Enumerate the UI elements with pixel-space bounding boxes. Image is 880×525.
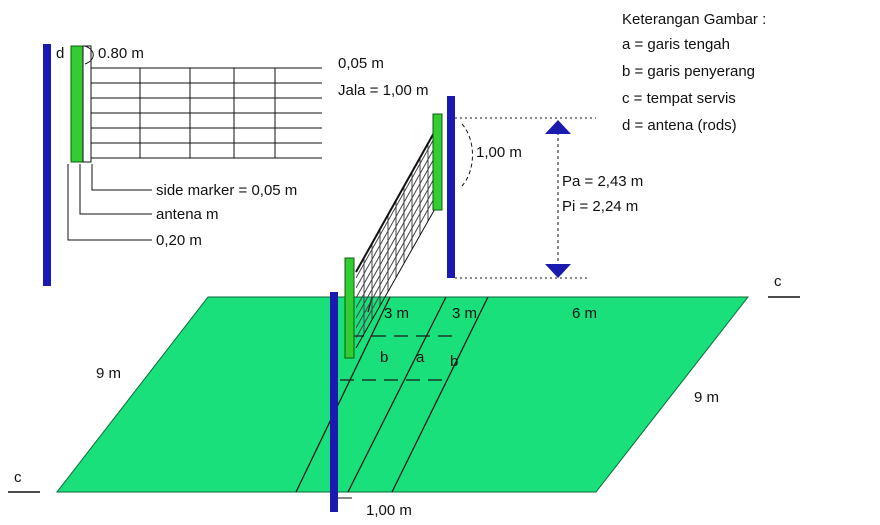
leader-bottom [67, 164, 152, 241]
net-pa-label: Pa = 2,43 m [562, 173, 643, 190]
net-band-label: 0,05 m [338, 55, 384, 72]
leader-antena [79, 164, 152, 215]
net-top-band [355, 121, 441, 273]
inset-post [43, 44, 51, 286]
net-pi-label: Pi = 2,24 m [562, 198, 638, 215]
court-line-b-right: b [450, 353, 458, 370]
legend-item-a: a = garis tengah [622, 36, 730, 53]
inset-top-bracket [84, 45, 94, 65]
inset-antena-label: antena m [156, 206, 219, 223]
inset-net-grid [91, 67, 322, 159]
attack-line-right [391, 296, 489, 493]
arrow-down [545, 264, 571, 278]
legend-item-d: d = antena (rods) [622, 117, 737, 134]
inset-d-label: d [56, 45, 64, 62]
inset-detail [43, 44, 322, 286]
post-offset-label: 1,00 m [366, 502, 412, 519]
attack-line-left [295, 296, 391, 493]
court-back-label: 6 m [572, 305, 597, 322]
arrow-up [545, 120, 571, 134]
legend-title: Keterangan Gambar : [622, 11, 766, 28]
court-lines [295, 296, 489, 493]
inset-side-marker [82, 45, 92, 163]
court-surface [55, 296, 750, 493]
inset-top-width-label: 0.80 m [98, 45, 144, 62]
antenna-right [432, 113, 443, 211]
net-post-front [330, 292, 338, 512]
net-post-back [447, 96, 455, 278]
court-right-width-label: 9 m [694, 389, 719, 406]
court-zone-right-label: 3 m [452, 305, 477, 322]
court-line-b-left: b [380, 349, 388, 366]
inset-side-marker-label: side marker = 0,05 m [156, 182, 297, 199]
side-tick-left [367, 296, 373, 313]
serve-zone-label-right: c [774, 273, 782, 290]
serve-zone-label-left: c [14, 469, 22, 486]
net-bottom-edge [355, 199, 441, 349]
legend-item-c: c = tempat servis [622, 90, 736, 107]
court-left-width-label: 9 m [96, 365, 121, 382]
legend-item-b: b = garis penyerang [622, 63, 755, 80]
net-height-brace [461, 123, 473, 187]
antenna-left [344, 257, 355, 359]
center-line [347, 296, 447, 493]
net-jala-label: Jala = 1,00 m [338, 82, 428, 99]
inset-antenna [70, 45, 84, 163]
court-zone-left-label: 3 m [384, 305, 409, 322]
leader-side-marker [91, 164, 152, 191]
court-line-a: a [416, 349, 425, 366]
net-height-label: 1,00 m [476, 144, 522, 161]
inset-bottom-label: 0,20 m [156, 232, 202, 249]
